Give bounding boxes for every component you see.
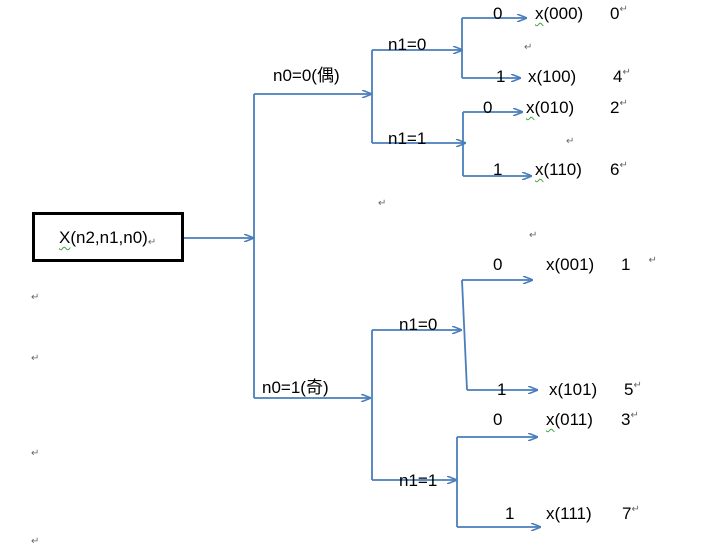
root-node: X(n2,n1,n0)↵ <box>32 212 184 262</box>
leaf-bit: 0 <box>493 255 503 274</box>
leaf-bit: 1 <box>493 160 503 179</box>
n1-label-lower-0: n1=0 <box>399 315 438 334</box>
leaf-term: x(110) <box>535 160 582 179</box>
root-label: X(n2,n1,n0)↵ <box>59 228 157 248</box>
n0-even-label: n0=0(偶) <box>273 66 340 85</box>
paragraph-mark: ↵ <box>31 353 40 364</box>
leaf-index: 6↵ <box>610 160 628 179</box>
leaf-bit: 1 <box>505 504 515 523</box>
paragraph-mark: ↵ <box>566 136 575 147</box>
n1-label-upper-1: n1=1 <box>388 129 427 148</box>
leaf-index: 4↵ <box>613 67 631 86</box>
paragraph-mark: ↵ <box>31 448 40 459</box>
leaf-term: x(001) <box>546 255 595 274</box>
leaf-term: x(010) <box>526 98 575 117</box>
leaf-bit: 0 <box>493 4 503 23</box>
paragraph-mark: ↵ <box>31 292 40 303</box>
leaf-term: x(101) <box>549 380 598 399</box>
paragraph-mark: ↵ <box>378 198 387 209</box>
leaf-index: 7↵ <box>622 504 640 523</box>
leaf-index: 3↵ <box>621 410 639 429</box>
leaf-index: 2↵ <box>610 98 628 117</box>
paragraph-mark: ↵ <box>31 536 40 547</box>
leaf-bit: 1 <box>497 380 507 399</box>
paragraph-mark: ↵ <box>529 230 538 241</box>
leaf-index: 0↵ <box>610 4 628 23</box>
leaf-term: x(100) <box>528 67 577 86</box>
leaf-bit: 0 <box>483 98 493 117</box>
leaf-term: x(000) <box>535 4 584 23</box>
paragraph-mark: ↵ <box>524 42 533 53</box>
n0-odd-label: n0=1(奇) <box>262 378 329 397</box>
n1-label-lower-1: n1=1 <box>399 471 438 490</box>
leaf-term: x(011) <box>546 410 593 429</box>
leaf-index: 5↵ <box>624 380 642 399</box>
leaf-bit: 0 <box>493 410 503 429</box>
n1-label-upper-0: n1=0 <box>388 35 427 54</box>
leaf-bit: 1 <box>496 67 506 86</box>
leaf-index: 1↵ <box>621 255 657 274</box>
leaf-term: x(111) <box>546 504 592 523</box>
leaf-stem-3 <box>461 279 468 391</box>
